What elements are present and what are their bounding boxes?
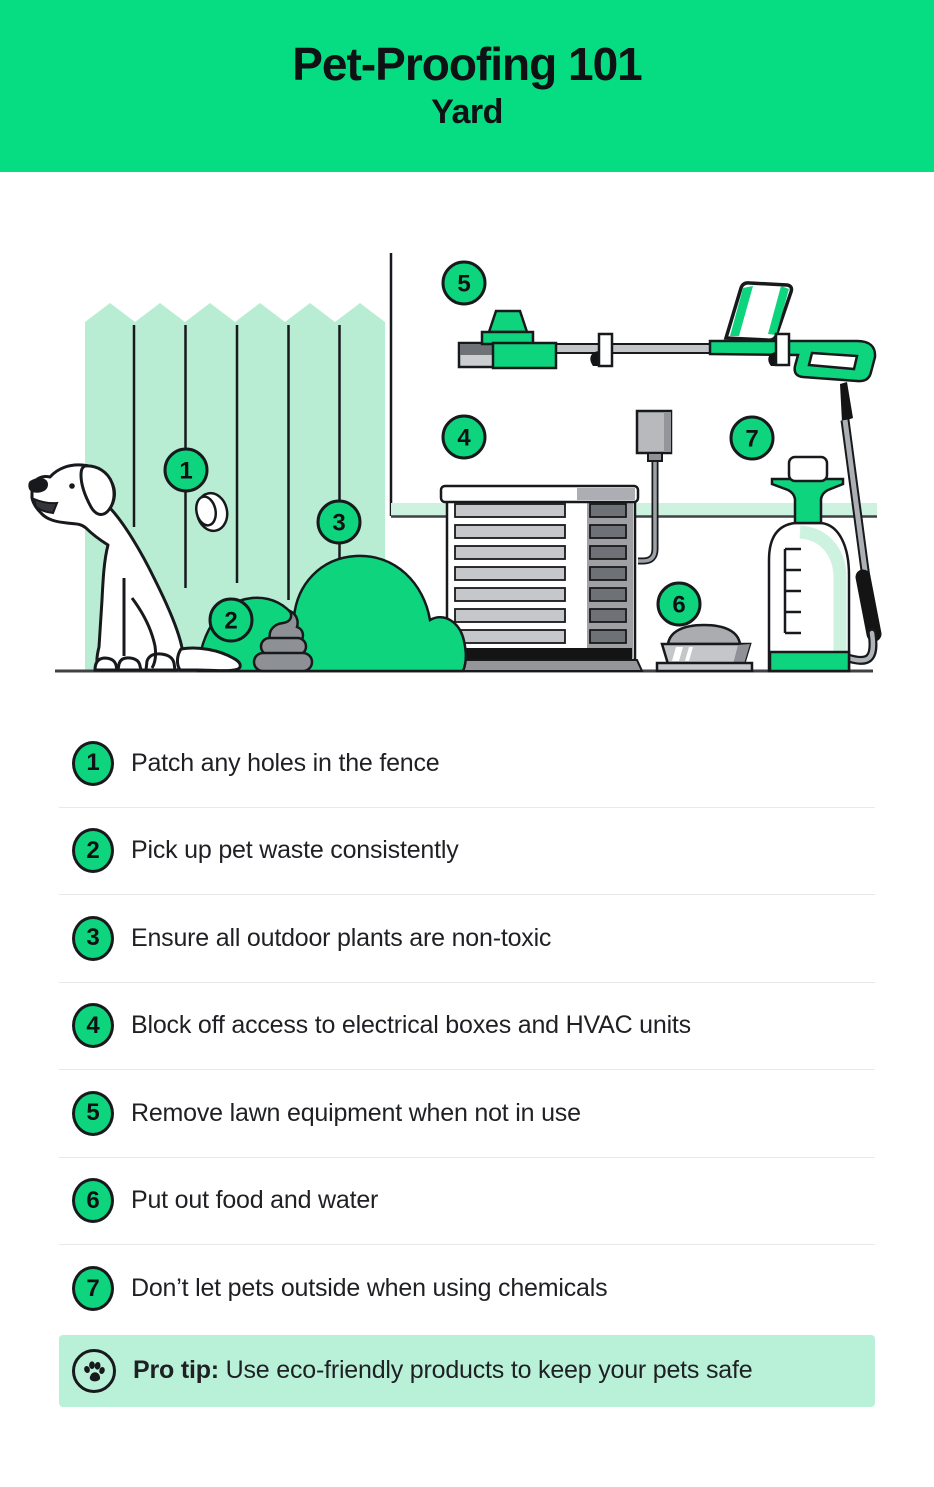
item-number-badge: 7 [72,1266,114,1312]
marker-2: 2 [208,597,254,643]
hvac-slats-right [589,503,627,644]
pro-tip-text: Pro tip: Use eco-friendly products to ke… [133,1356,753,1384]
item-text: Ensure all outdoor plants are non-toxic [131,923,552,952]
pump-sprayer [767,382,882,673]
list-item: 5 Remove lawn equipment when not in use [59,1070,875,1158]
item-number-badge: 4 [72,1003,114,1049]
paw-icon [72,1348,116,1393]
svg-text:1: 1 [179,458,192,485]
item-text: Pick up pet waste consistently [131,836,459,865]
sprayer-measure-ticks [783,547,801,635]
marker-1: 1 [163,447,209,493]
svg-text:6: 6 [672,592,685,619]
pro-tip-banner: Pro tip: Use eco-friendly products to ke… [59,1334,875,1407]
dog-eye [69,483,75,489]
marker-5: 5 [441,260,487,306]
svg-text:7: 7 [745,426,758,453]
marker-6: 6 [656,581,702,627]
svg-text:4: 4 [457,425,471,452]
dog-tail [176,646,242,673]
item-number-badge: 5 [72,1090,114,1136]
svg-text:2: 2 [224,608,237,635]
item-text: Don’t let pets outside when using chemic… [131,1274,608,1303]
page-subtitle: Yard [431,93,503,132]
item-text: Patch any holes in the fence [131,748,440,777]
bottom-whitespace [0,1407,934,1487]
header-banner: Pet-Proofing 101 Yard [0,0,934,172]
svg-text:5: 5 [457,271,470,298]
hvac-unit [439,484,644,672]
item-number-badge: 1 [72,740,114,786]
dog [28,463,242,673]
item-text: Remove lawn equipment when not in use [131,1098,581,1127]
svg-text:3: 3 [332,510,345,537]
item-number-badge: 2 [72,828,114,874]
list-item: 6 Put out food and water [59,1158,875,1245]
list-item: 1 Patch any holes in the fence [59,720,875,808]
list-item: 2 Pick up pet waste consistently [59,808,875,895]
hvac-slats-left [454,503,566,644]
dog-front-paw [116,656,143,672]
dog-hind-paw [144,652,177,672]
dog-nose [28,478,48,493]
dog-front-paw [93,656,119,672]
dog-ear [79,464,116,516]
marker-4: 4 [441,414,487,460]
item-text: Put out food and water [131,1186,379,1215]
pro-tip-label: Pro tip: [133,1356,219,1384]
dog-haunch-line [130,597,158,669]
tips-list: 1 Patch any holes in the fence 2 Pick up… [59,720,875,1333]
yard-illustration: 1 2 3 4 5 6 7 [0,172,934,720]
dog-mouth [32,497,59,515]
string-trimmer [457,281,877,383]
list-item: 4 Block off access to electrical boxes a… [59,983,875,1070]
pet-waste [252,608,314,673]
fence-hole [194,491,229,533]
food-bowl [655,623,754,673]
page-title: Pet-Proofing 101 [292,37,643,90]
item-number-badge: 6 [72,1178,114,1224]
marker-3: 3 [316,499,362,545]
item-number-badge: 3 [72,915,114,961]
item-text: Block off access to electrical boxes and… [131,1011,691,1040]
list-item: 3 Ensure all outdoor plants are non-toxi… [59,895,875,983]
marker-7: 7 [729,415,775,461]
yard-scene-svg: 1 2 3 4 5 6 7 [28,253,882,673]
electrical-box [635,409,673,565]
scene-markers: 1 2 3 4 5 6 7 [163,260,775,643]
list-item: 7 Don’t let pets outside when using chem… [59,1245,875,1333]
